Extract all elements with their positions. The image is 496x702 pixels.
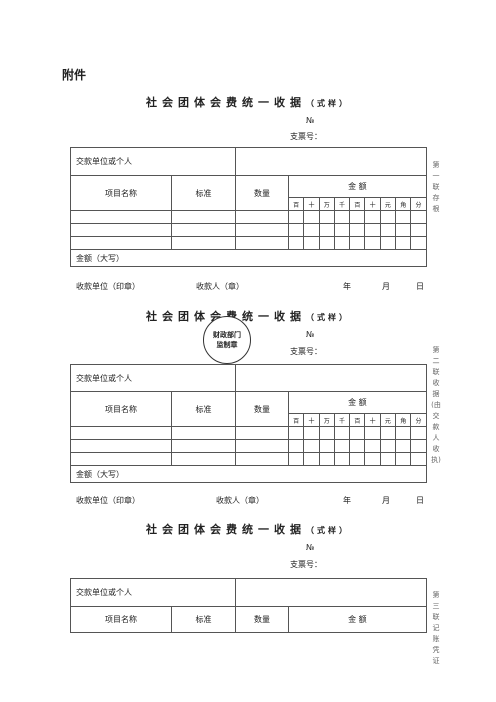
receipt-table-2: 交款单位或个人 项目名称 标准 数量 金 额 百 十 万 千 百 十 元 角 分… bbox=[70, 364, 427, 483]
digit-label: 十 bbox=[303, 197, 320, 211]
table-row[interactable] bbox=[70, 426, 427, 440]
standard-label: 标准 bbox=[171, 606, 236, 633]
item-label: 项目名称 bbox=[70, 175, 172, 211]
digit-label: 万 bbox=[318, 197, 335, 211]
title-suffix: （式样） bbox=[306, 313, 350, 322]
day-label: 日 bbox=[416, 496, 424, 505]
table-row[interactable] bbox=[70, 452, 427, 466]
standard-label: 标准 bbox=[171, 175, 236, 211]
title-suffix: （式样） bbox=[306, 526, 350, 535]
payer-field[interactable] bbox=[235, 364, 427, 392]
receipt-title-3: 社会团体会费统一收据（式样） bbox=[0, 521, 496, 537]
stamp-line-1: 财政部门 bbox=[213, 331, 241, 339]
digit-label: 分 bbox=[410, 197, 427, 211]
digit-label: 百 bbox=[349, 197, 366, 211]
title-suffix: （式样） bbox=[306, 99, 350, 108]
stamp-line-2: 监制章 bbox=[216, 341, 238, 349]
table-row[interactable] bbox=[70, 236, 427, 250]
number-label-2: № bbox=[306, 330, 315, 339]
quantity-label: 数量 bbox=[235, 606, 289, 633]
standard-label: 标准 bbox=[171, 391, 236, 427]
digit-label: 千 bbox=[333, 413, 351, 427]
payer-field[interactable] bbox=[235, 578, 427, 607]
digit-label: 百 bbox=[287, 413, 305, 427]
digit-label: 元 bbox=[379, 413, 397, 427]
copy-label-accounting: 第三联 记 账 凭 证 bbox=[432, 591, 440, 665]
digit-label: 十 bbox=[364, 413, 381, 427]
receipt-title-2: 社会团体会费统一收据（式样） bbox=[0, 308, 496, 324]
total-amount-label[interactable]: 金额（大写） bbox=[70, 465, 427, 483]
ticket-no-label-2: 支票号： bbox=[290, 347, 322, 356]
amount-label: 金 额 bbox=[288, 606, 427, 633]
attachment-heading: 附件 bbox=[62, 68, 87, 82]
year-label: 年 bbox=[343, 496, 351, 505]
digit-label: 元 bbox=[379, 197, 397, 211]
total-amount-label[interactable]: 金额（大写） bbox=[70, 249, 427, 267]
digit-label: 角 bbox=[395, 413, 412, 427]
table-row[interactable] bbox=[70, 210, 427, 224]
digit-label: 百 bbox=[287, 197, 305, 211]
month-label: 月 bbox=[382, 282, 390, 291]
payee-person-label: 收款人（章） bbox=[216, 496, 264, 505]
digit-label: 角 bbox=[395, 197, 412, 211]
digit-label: 万 bbox=[318, 413, 335, 427]
payee-person-label: 收款人（章） bbox=[196, 282, 244, 291]
amount-label: 金 额 bbox=[288, 175, 427, 198]
payee-unit-label: 收款单位（印章） bbox=[76, 496, 140, 505]
digit-label: 百 bbox=[349, 413, 366, 427]
digit-label: 十 bbox=[303, 413, 320, 427]
digit-label: 十 bbox=[364, 197, 381, 211]
quantity-label: 数量 bbox=[235, 175, 289, 211]
receipt-table-1: 交款单位或个人 项目名称 标准 数量 金 额 百 十 万 千 百 十 元 角 分… bbox=[70, 147, 427, 267]
receipt-title-1: 社会团体会费统一收据（式样） bbox=[0, 94, 496, 110]
day-label: 日 bbox=[416, 282, 424, 291]
year-label: 年 bbox=[343, 282, 351, 291]
digit-label: 分 bbox=[410, 413, 427, 427]
payer-label: 交款单位或个人 bbox=[70, 364, 236, 392]
title-main: 社会团体会费统一收据 bbox=[146, 96, 306, 109]
month-label: 月 bbox=[382, 496, 390, 505]
copy-label-stub: 第一联 存 根 bbox=[432, 161, 440, 213]
ticket-no-label-3: 支票号： bbox=[290, 560, 322, 569]
table-row[interactable] bbox=[70, 439, 427, 453]
finance-supervision-stamp: 财政部门 监制章 bbox=[203, 316, 251, 364]
ticket-no-label-1: 支票号： bbox=[290, 132, 322, 141]
amount-label: 金 额 bbox=[288, 391, 427, 414]
item-label: 项目名称 bbox=[70, 391, 172, 427]
payer-field[interactable] bbox=[235, 147, 427, 176]
receipt-table-3: 交款单位或个人 项目名称 标准 数量 金 额 bbox=[70, 578, 427, 633]
quantity-label: 数量 bbox=[235, 391, 289, 427]
digit-label: 千 bbox=[333, 197, 351, 211]
number-label-1: № bbox=[306, 116, 315, 125]
number-label-3: № bbox=[306, 543, 315, 552]
table-row[interactable] bbox=[70, 223, 427, 237]
copy-label-receipt: 第二联 收 据 (由 交 款 人 收 执) bbox=[431, 346, 441, 464]
payer-label: 交款单位或个人 bbox=[70, 578, 236, 607]
title-main: 社会团体会费统一收据 bbox=[146, 523, 306, 536]
item-label: 项目名称 bbox=[70, 606, 172, 633]
payee-unit-label: 收款单位（印章） bbox=[76, 282, 140, 291]
payer-label: 交款单位或个人 bbox=[70, 147, 236, 176]
